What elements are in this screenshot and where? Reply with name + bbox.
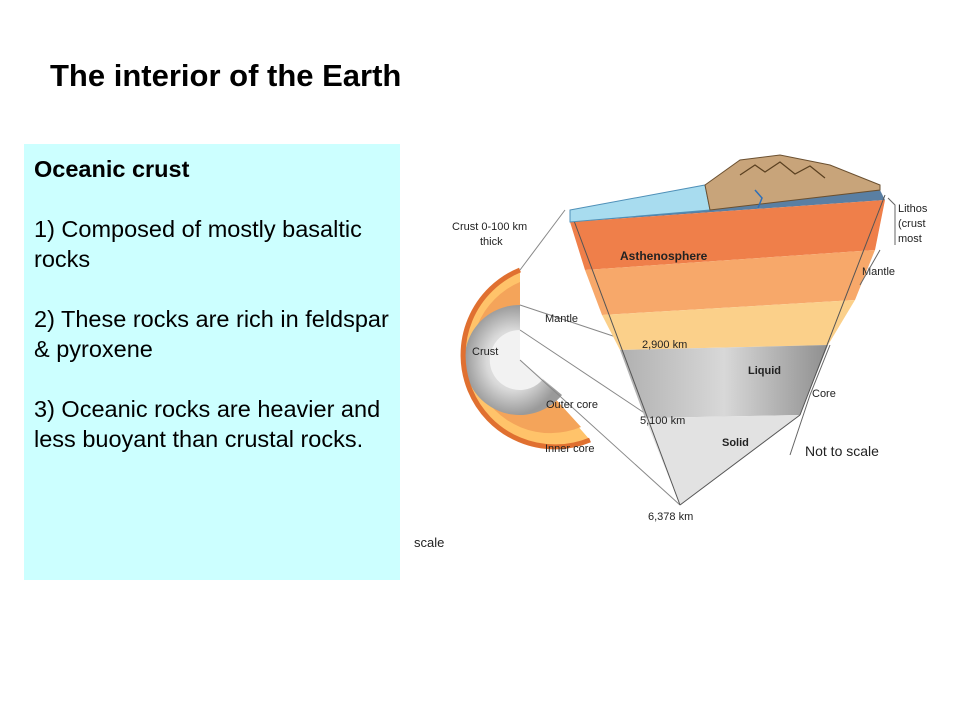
label-lithosphere-3: most <box>898 233 922 245</box>
slide-title: The interior of the Earth <box>50 58 402 93</box>
text-point-1: 1) Composed of mostly basaltic rocks <box>34 216 362 272</box>
text-point-3: 3) Oceanic rocks are heavier and less bu… <box>34 396 381 452</box>
connector-lines <box>519 209 681 506</box>
label-depth-2900: 2,900 km <box>642 339 687 351</box>
label-solid: Solid <box>722 437 749 449</box>
label-not-to-scale: Not to scale <box>805 443 879 459</box>
surface-block <box>569 154 881 223</box>
oceanic-crust-text-box: Oceanic crust 1) Composed of mostly basa… <box>24 144 400 580</box>
sphere-cutaway <box>460 267 591 450</box>
label-crust: Crust <box>472 346 498 358</box>
label-mantle-right: Mantle <box>862 266 895 278</box>
label-crust-thickness-2: thick <box>480 236 503 248</box>
label-liquid: Liquid <box>748 365 781 377</box>
label-mantle-left: Mantle <box>545 313 578 325</box>
label-lithosphere-1: Lithos <box>898 203 928 215</box>
label-core: Core <box>812 388 836 400</box>
label-asthenosphere: Asthenosphere <box>620 249 708 263</box>
label-depth-5100: 5,100 km <box>640 415 685 427</box>
right-brackets <box>789 197 896 456</box>
label-inner-core: Inner core <box>545 443 595 455</box>
text-box-heading: Oceanic crust <box>34 156 190 182</box>
label-crust-thickness-1: Crust 0-100 km <box>452 221 527 233</box>
label-depth-6378: 6,378 km <box>648 511 693 523</box>
earth-interior-svg: Crust 0-100 km thick Asthenosphere Mantl… <box>414 154 928 550</box>
text-point-2: 2) These rocks are rich in feldspar & py… <box>34 306 389 362</box>
label-outer-core: Outer core <box>546 399 598 411</box>
earth-interior-diagram: Crust 0-100 km thick Asthenosphere Mantl… <box>410 150 945 570</box>
label-lithosphere-2: (crust <box>898 218 926 230</box>
label-scale-fragment: scale <box>414 535 444 550</box>
